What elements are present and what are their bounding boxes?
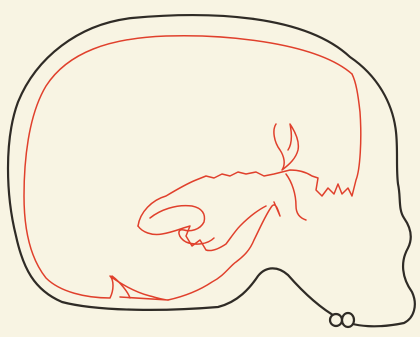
bone-oval-right — [342, 313, 354, 327]
bone-oval-left — [330, 314, 342, 326]
